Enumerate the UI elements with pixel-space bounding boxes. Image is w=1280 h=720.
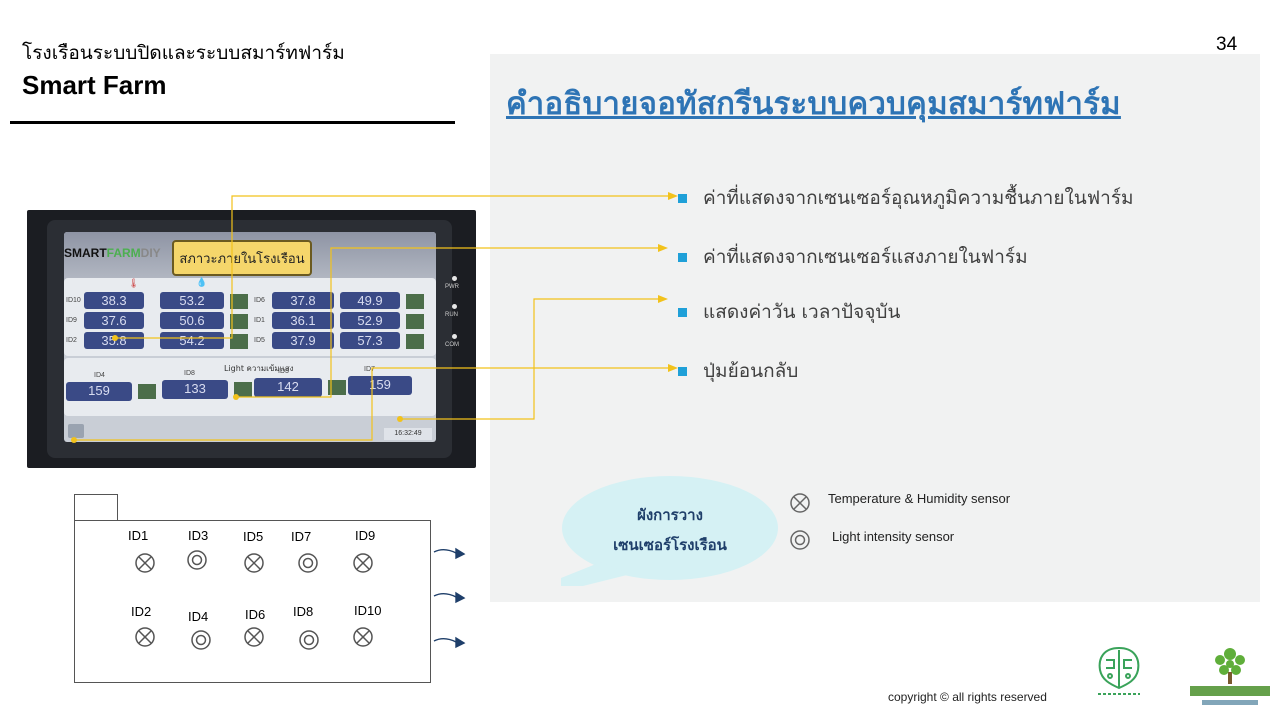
sensor-label: ID9 <box>355 528 376 543</box>
bullet-datetime: แสดงค่าวัน เวลาปัจจุบัน <box>678 297 900 327</box>
light-sensor-icon <box>187 550 207 570</box>
hmi-sensor-id: ID10 <box>66 297 81 304</box>
smart-ai-solution-logo <box>1094 646 1144 697</box>
slide-subtitle: Smart Farm <box>22 70 167 100</box>
temp-humidity-sensor-icon <box>353 553 373 573</box>
temp-humidity-sensor-icon <box>135 553 155 573</box>
temp-humidity-legend-icon <box>790 493 810 513</box>
sensor-label: ID2 <box>131 604 152 619</box>
legend-temp-humidity: Temperature & Humidity sensor <box>828 491 1011 506</box>
bullet-temp-humidity: ค่าที่แสดงจากเซนเซอร์อุณหภูมิความชื้นภาย… <box>678 183 1134 213</box>
title-divider <box>10 121 455 124</box>
panel-heading: คำอธิบายจอทัสกรีนระบบควบคุมสมาร์ทฟาร์ม <box>506 86 1121 122</box>
bullet-text: ปุ่มย้อนกลับ <box>703 360 799 382</box>
sensor-label: ID1 <box>128 528 149 543</box>
light-legend-icon <box>790 530 810 550</box>
hmi-sensor-id: ID2 <box>66 337 77 344</box>
speech-bubble <box>561 476 778 586</box>
bullet-square-icon <box>678 193 687 203</box>
temp-humidity-sensor-icon <box>244 553 264 573</box>
sensor-label: ID5 <box>243 529 264 544</box>
hmi-sensor-id: ID9 <box>66 317 77 324</box>
copyright-text: copyright © all rights reserved <box>888 690 1047 704</box>
floor-plan-door <box>74 494 118 521</box>
speech-bubble-text: ผังการวาง เซนเซอร์โรงเรือน <box>613 506 727 554</box>
temp-humidity-sensor-icon <box>353 627 373 647</box>
airflow-arrow-icon <box>433 591 466 604</box>
sensor-label: ID6 <box>245 607 266 622</box>
bullet-back-button: ปุ่มย้อนกลับ <box>678 356 798 386</box>
bullet-square-icon <box>678 252 687 262</box>
page-number: 34 <box>1216 34 1238 55</box>
light-sensor-icon <box>191 630 211 650</box>
legend-symbols <box>790 493 810 550</box>
smartfarmdiy-logo <box>1190 648 1270 705</box>
temp-humidity-sensor-icon <box>244 627 264 647</box>
bullet-text: ค่าที่แสดงจากเซนเซอร์แสงภายในฟาร์ม <box>703 246 1028 268</box>
sensor-label: ID10 <box>354 603 382 618</box>
airflow-arrow-icon <box>433 636 466 649</box>
bullet-light: ค่าที่แสดงจากเซนเซอร์แสงภายในฟาร์ม <box>678 242 1028 272</box>
sensor-label: ID3 <box>188 528 209 543</box>
floor-plan-symbols <box>135 547 466 650</box>
slide-title: โรงเรือนระบบปิดและระบบสมาร์ทฟาร์ม <box>22 42 345 64</box>
airflow-arrow-icon <box>433 547 466 560</box>
sensor-label: ID7 <box>291 529 312 544</box>
bullet-square-icon <box>678 307 687 317</box>
bullet-square-icon <box>678 366 687 376</box>
sensor-label: ID4 <box>188 609 209 624</box>
light-sensor-icon <box>299 630 319 650</box>
sensor-label: ID8 <box>293 604 314 619</box>
legend-light: Light intensity sensor <box>832 529 955 544</box>
floor-plan <box>74 520 431 683</box>
light-sensor-icon <box>298 553 318 573</box>
bullet-text: แสดงค่าวัน เวลาปัจจุบัน <box>703 301 901 323</box>
bullet-text: ค่าที่แสดงจากเซนเซอร์อุณหภูมิความชื้นภาย… <box>703 187 1134 209</box>
temp-humidity-sensor-icon <box>135 627 155 647</box>
